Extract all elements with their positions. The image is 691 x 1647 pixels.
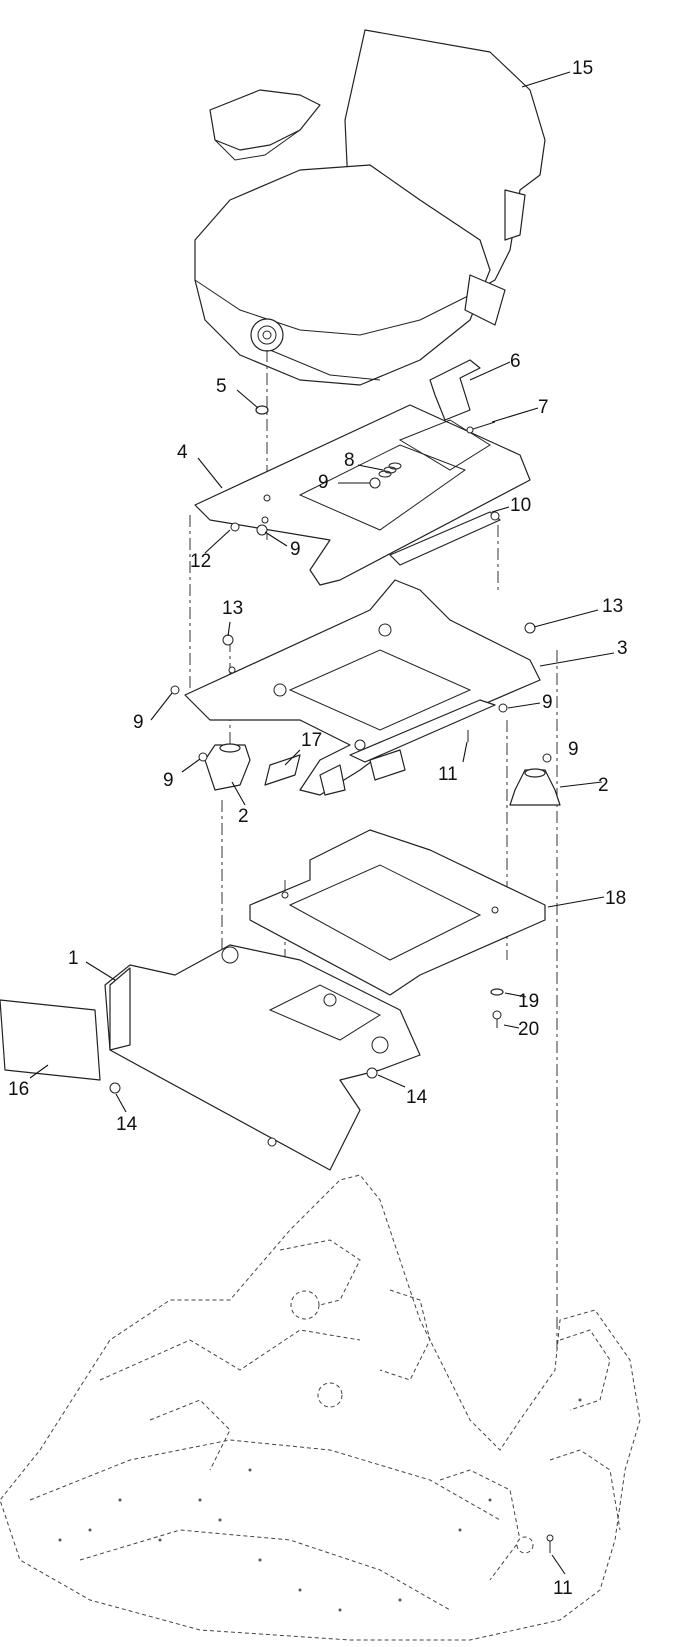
seat-base-plate — [194, 404, 531, 586]
callout-3: 3 — [617, 638, 628, 659]
gasket-plate — [249, 829, 546, 996]
suspension-plate — [184, 579, 541, 796]
callout-9-a: 9 — [318, 472, 329, 493]
callout-5: 5 — [216, 376, 227, 397]
callout-2-left: 2 — [238, 806, 249, 827]
callout-18: 18 — [605, 888, 626, 909]
callout-9-b: 9 — [290, 539, 301, 560]
mount-left — [204, 743, 251, 791]
callout-6: 6 — [510, 351, 521, 372]
callout-2-right: 2 — [598, 775, 609, 796]
tractor-frame — [0, 1174, 641, 1641]
callout-9-e: 9 — [163, 770, 174, 791]
callout-4: 4 — [177, 442, 188, 463]
callout-13-right: 13 — [602, 596, 623, 617]
callout-10: 10 — [510, 495, 531, 516]
callout-8: 8 — [344, 450, 355, 471]
callout-16: 16 — [8, 1079, 29, 1100]
callout-11-upper: 11 — [438, 764, 458, 785]
bracket — [429, 359, 481, 421]
callout-15: 15 — [572, 58, 593, 79]
callout-17: 17 — [301, 730, 322, 751]
mount-right — [509, 768, 561, 806]
seat-platform — [104, 944, 421, 1171]
callout-7: 7 — [538, 397, 549, 418]
callout-12: 12 — [190, 551, 211, 572]
leader-lines — [29, 71, 615, 1575]
cover — [0, 999, 101, 1081]
callout-14-right: 14 — [406, 1087, 428, 1108]
callout-9-f: 9 — [568, 739, 579, 760]
decal — [264, 754, 301, 786]
callout-19: 19 — [518, 991, 539, 1012]
callout-9-c: 9 — [133, 712, 144, 733]
callout-13-left: 13 — [222, 598, 243, 619]
seat-assembly — [194, 29, 546, 386]
spring — [378, 462, 402, 478]
callout-11-lower: 11 — [553, 1578, 573, 1599]
callout-9-d: 9 — [542, 692, 553, 713]
callout-20: 20 — [518, 1019, 539, 1040]
callout-14-left: 14 — [116, 1114, 138, 1135]
callout-1: 1 — [68, 948, 79, 969]
